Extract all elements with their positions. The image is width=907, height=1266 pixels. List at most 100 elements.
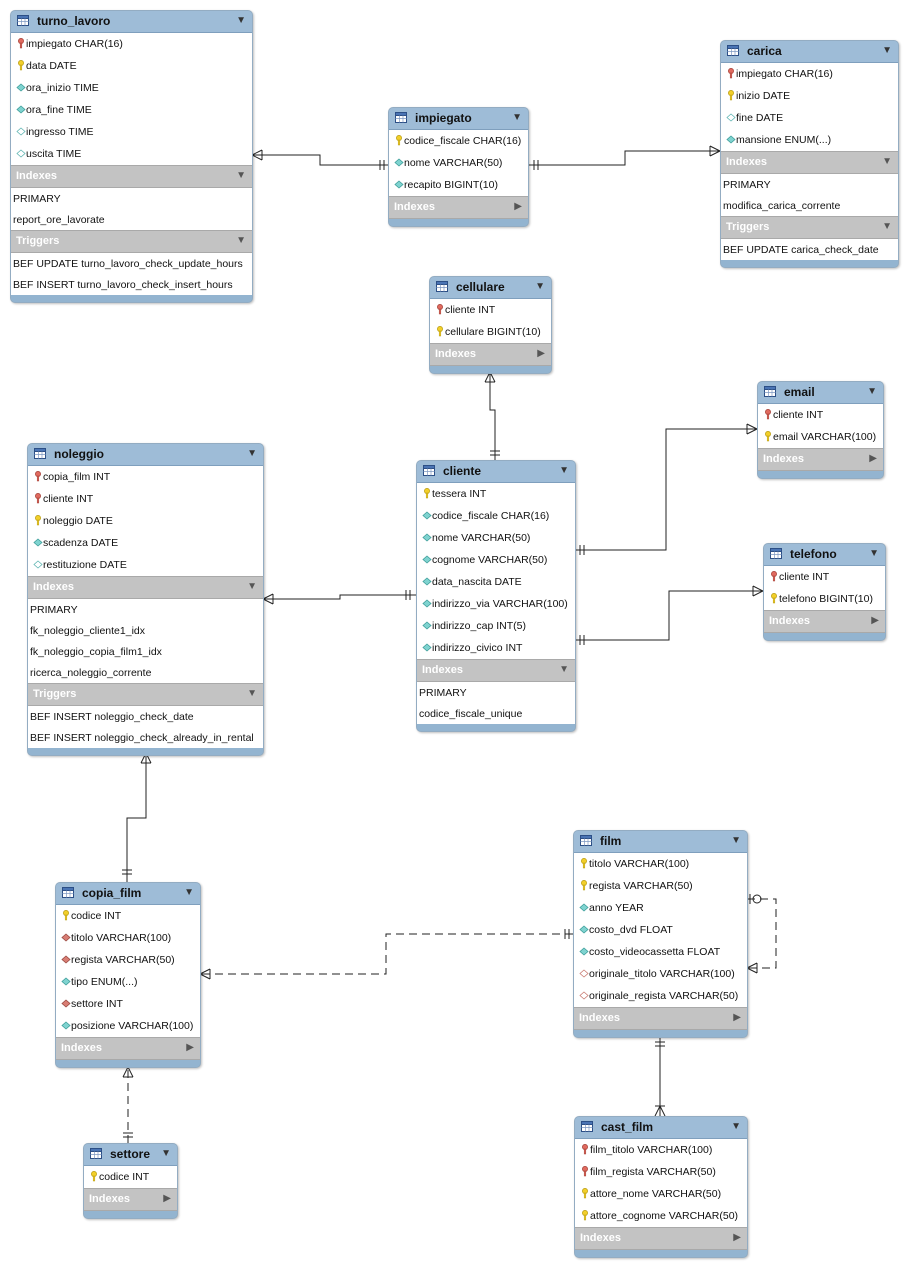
index-row[interactable]: report_ore_lavorate [11,209,252,230]
column-row[interactable]: cognome VARCHAR(50) [417,549,575,571]
column-row[interactable]: originale_regista VARCHAR(50) [574,985,747,1007]
table-impiegato[interactable]: impiegato▼codice_fiscale CHAR(16)nome VA… [388,107,529,227]
column-row[interactable]: cliente INT [758,404,883,426]
indexes-section-header[interactable]: Indexes▶ [575,1227,747,1250]
table-header[interactable]: carica▼ [721,41,898,63]
column-row[interactable]: film_titolo VARCHAR(100) [575,1139,747,1161]
index-row[interactable]: fk_noleggio_cliente1_idx [28,620,263,641]
column-row[interactable]: ora_fine TIME [11,99,252,121]
column-row[interactable]: cellulare BIGINT(10) [430,321,551,343]
rel-copia_film-noleggio[interactable] [126,753,147,882]
expand-arrow-icon[interactable]: ▶ [537,348,545,359]
collapse-arrow-icon[interactable]: ▼ [535,281,545,292]
column-row[interactable]: indirizzo_cap INT(5) [417,615,575,637]
table-header[interactable]: cast_film▼ [575,1117,747,1139]
triggers-section-header[interactable]: Triggers▼ [721,216,898,239]
index-row[interactable]: ricerca_noleggio_corrente [28,662,263,683]
column-row[interactable]: nome VARCHAR(50) [389,152,528,174]
table-header[interactable]: telefono▼ [764,544,885,566]
collapse-arrow-icon[interactable]: ▼ [161,1148,171,1159]
column-row[interactable]: scadenza DATE [28,532,263,554]
column-row[interactable]: impiegato CHAR(16) [721,63,898,85]
column-row[interactable]: titolo VARCHAR(100) [56,927,200,949]
table-header[interactable]: turno_lavoro▼ [11,11,252,33]
table-header[interactable]: settore▼ [84,1144,177,1166]
collapse-arrow-icon[interactable]: ▼ [882,221,892,232]
index-row[interactable]: fk_noleggio_copia_film1_idx [28,641,263,662]
column-row[interactable]: codice INT [84,1166,177,1188]
column-row[interactable]: fine DATE [721,107,898,129]
rel-impiegato-carica[interactable] [528,150,720,166]
rel-cliente-cellulare[interactable] [489,372,496,461]
table-header[interactable]: impiegato▼ [389,108,528,130]
rel-cliente-email[interactable] [575,428,757,551]
indexes-section-header[interactable]: Indexes▼ [721,151,898,174]
triggers-section-header[interactable]: Triggers▼ [28,683,263,706]
collapse-arrow-icon[interactable]: ▼ [559,664,569,675]
column-row[interactable]: copia_film INT [28,466,263,488]
index-row[interactable]: PRIMARY [721,174,898,195]
column-row[interactable]: inizio DATE [721,85,898,107]
indexes-section-header[interactable]: Indexes▶ [758,448,883,471]
column-row[interactable]: recapito BIGINT(10) [389,174,528,196]
table-header[interactable]: film▼ [574,831,747,853]
trigger-row[interactable]: BEF INSERT turno_lavoro_check_insert_hou… [11,274,252,295]
column-row[interactable]: cliente INT [430,299,551,321]
column-row[interactable]: attore_cognome VARCHAR(50) [575,1205,747,1227]
column-row[interactable]: regista VARCHAR(50) [574,875,747,897]
index-row[interactable]: PRIMARY [11,188,252,209]
collapse-arrow-icon[interactable]: ▼ [731,1121,741,1132]
column-row[interactable]: cliente INT [764,566,885,588]
indexes-section-header[interactable]: Indexes▶ [574,1007,747,1030]
indexes-section-header[interactable]: Indexes▶ [84,1188,177,1211]
collapse-arrow-icon[interactable]: ▼ [247,448,257,459]
indexes-section-header[interactable]: Indexes▶ [389,196,528,219]
indexes-section-header[interactable]: Indexes▼ [11,165,252,188]
column-row[interactable]: originale_titolo VARCHAR(100) [574,963,747,985]
collapse-arrow-icon[interactable]: ▼ [184,887,194,898]
column-row[interactable]: codice_fiscale CHAR(16) [389,130,528,152]
rel-cliente-telefono[interactable] [575,590,763,641]
indexes-section-header[interactable]: Indexes▶ [430,343,551,366]
table-turno_lavoro[interactable]: turno_lavoro▼impiegato CHAR(16)data DATE… [10,10,253,303]
collapse-arrow-icon[interactable]: ▼ [236,15,246,26]
rel-film-film[interactable] [747,898,777,969]
rel-cliente-noleggio[interactable] [263,594,416,600]
expand-arrow-icon[interactable]: ▶ [869,453,877,464]
indexes-section-header[interactable]: Indexes▼ [417,659,575,682]
column-row[interactable]: telefono BIGINT(10) [764,588,885,610]
index-row[interactable]: modifica_carica_corrente [721,195,898,216]
collapse-arrow-icon[interactable]: ▼ [869,548,879,559]
column-row[interactable]: cliente INT [28,488,263,510]
collapse-arrow-icon[interactable]: ▼ [559,465,569,476]
indexes-section-header[interactable]: Indexes▶ [764,610,885,633]
column-row[interactable]: data_nascita DATE [417,571,575,593]
collapse-arrow-icon[interactable]: ▼ [882,45,892,56]
column-row[interactable]: codice INT [56,905,200,927]
trigger-row[interactable]: BEF INSERT noleggio_check_date [28,706,263,727]
column-row[interactable]: costo_dvd FLOAT [574,919,747,941]
trigger-row[interactable]: BEF UPDATE turno_lavoro_check_update_hou… [11,253,252,274]
trigger-row[interactable]: BEF UPDATE carica_check_date [721,239,898,260]
collapse-arrow-icon[interactable]: ▼ [236,235,246,246]
table-header[interactable]: cliente▼ [417,461,575,483]
expand-arrow-icon[interactable]: ▶ [733,1232,741,1243]
column-row[interactable]: settore INT [56,993,200,1015]
column-row[interactable]: mansione ENUM(...) [721,129,898,151]
column-row[interactable]: costo_videocassetta FLOAT [574,941,747,963]
column-row[interactable]: email VARCHAR(100) [758,426,883,448]
column-row[interactable]: attore_nome VARCHAR(50) [575,1183,747,1205]
index-row[interactable]: codice_fiscale_unique [417,703,575,724]
collapse-arrow-icon[interactable]: ▼ [236,170,246,181]
column-row[interactable]: regista VARCHAR(50) [56,949,200,971]
indexes-section-header[interactable]: Indexes▶ [56,1037,200,1060]
collapse-arrow-icon[interactable]: ▼ [731,835,741,846]
rel-film-copia_film[interactable] [200,933,573,975]
column-row[interactable]: posizione VARCHAR(100) [56,1015,200,1037]
